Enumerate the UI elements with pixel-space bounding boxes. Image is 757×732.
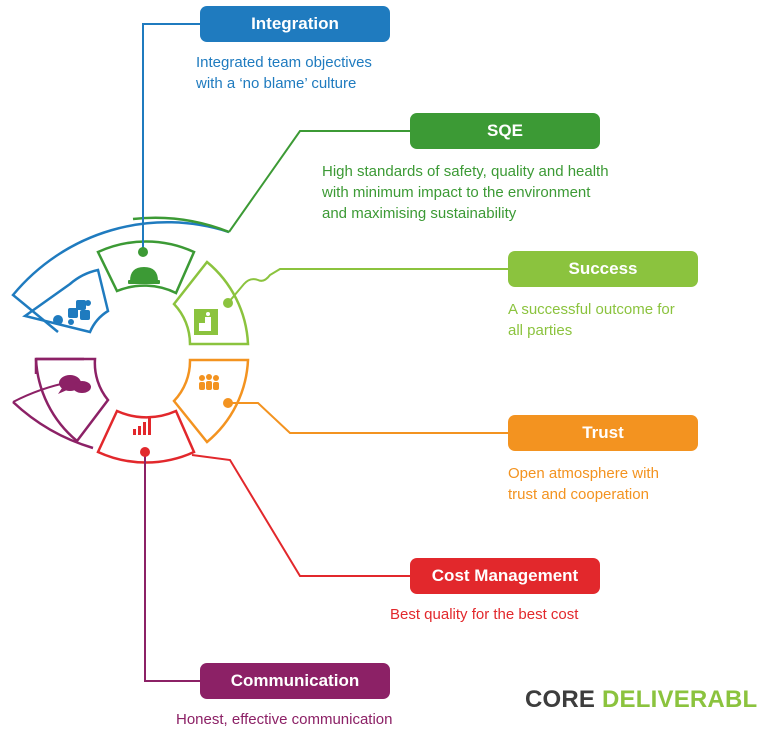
sqe-outer-arc bbox=[132, 216, 230, 234]
success-segment bbox=[172, 260, 250, 346]
integration-connector bbox=[142, 23, 200, 252]
sqe-dot bbox=[138, 247, 148, 257]
cost-dot bbox=[140, 447, 150, 457]
cost-label: Cost Management bbox=[410, 558, 600, 594]
communication-outer-arc-2 bbox=[12, 401, 94, 450]
speech-bubbles-icon bbox=[58, 375, 91, 394]
hard-hat-icon bbox=[128, 267, 160, 284]
success-label: Success bbox=[508, 251, 698, 287]
integration-label: Integration bbox=[200, 6, 390, 42]
integration-desc-line2: with a ‘no blame’ culture bbox=[196, 75, 357, 92]
trust-dot bbox=[223, 398, 233, 408]
integration-description: Integrated team objectives with a ‘no bl… bbox=[196, 52, 372, 94]
integration-desc-line1: Integrated team objectives bbox=[196, 54, 372, 71]
sqe-segment bbox=[96, 240, 196, 295]
integration-dot bbox=[53, 315, 63, 325]
communication-segment bbox=[34, 357, 110, 443]
sqe-label: SQE bbox=[410, 113, 600, 149]
success-dot bbox=[223, 298, 233, 308]
success-desc-line2: all parties bbox=[508, 322, 573, 339]
core-deliverables-heading: CORE DELIVERABLES bbox=[525, 686, 757, 714]
success-connector bbox=[227, 268, 508, 304]
communication-connector bbox=[144, 452, 200, 682]
integration-segment bbox=[22, 268, 110, 334]
sqe-desc-line2: with minimum impact to the environment bbox=[322, 184, 591, 201]
trust-desc-line1: Open atmosphere with bbox=[508, 465, 659, 482]
core-word: CORE bbox=[525, 686, 596, 713]
communication-description: Honest, effective communication bbox=[176, 709, 393, 730]
sqe-desc-line3: and maximising sustainability bbox=[322, 205, 517, 222]
cost-description: Best quality for the best cost bbox=[390, 604, 578, 625]
integration-outer-arc bbox=[11, 221, 230, 333]
trust-segment bbox=[172, 358, 250, 444]
sqe-connector bbox=[228, 130, 410, 233]
sqe-desc-line1: High standards of safety, quality and he… bbox=[322, 163, 609, 180]
cost-segment bbox=[96, 409, 196, 464]
cost-desc-line1: Best quality for the best cost bbox=[390, 606, 579, 623]
podium-icon bbox=[194, 309, 218, 335]
communication-label: Communication bbox=[200, 663, 390, 699]
success-desc-line1: A successful outcome for bbox=[508, 301, 675, 318]
puzzle-icon bbox=[68, 300, 91, 325]
communication-desc-line1: Honest, effective communication bbox=[176, 711, 393, 728]
communication-outer-arc bbox=[34, 357, 84, 374]
trust-label: Trust bbox=[508, 415, 698, 451]
trust-connector bbox=[228, 402, 508, 434]
bar-chart-icon bbox=[133, 418, 151, 435]
people-group-icon bbox=[199, 374, 219, 390]
deliverables-word: DELIVERABLES bbox=[602, 686, 757, 713]
sqe-description: High standards of safety, quality and he… bbox=[322, 161, 609, 224]
trust-description: Open atmosphere with trust and cooperati… bbox=[508, 463, 659, 505]
trust-desc-line2: trust and cooperation bbox=[508, 486, 649, 503]
success-description: A successful outcome for all parties bbox=[508, 299, 675, 341]
cost-connector bbox=[191, 454, 410, 577]
